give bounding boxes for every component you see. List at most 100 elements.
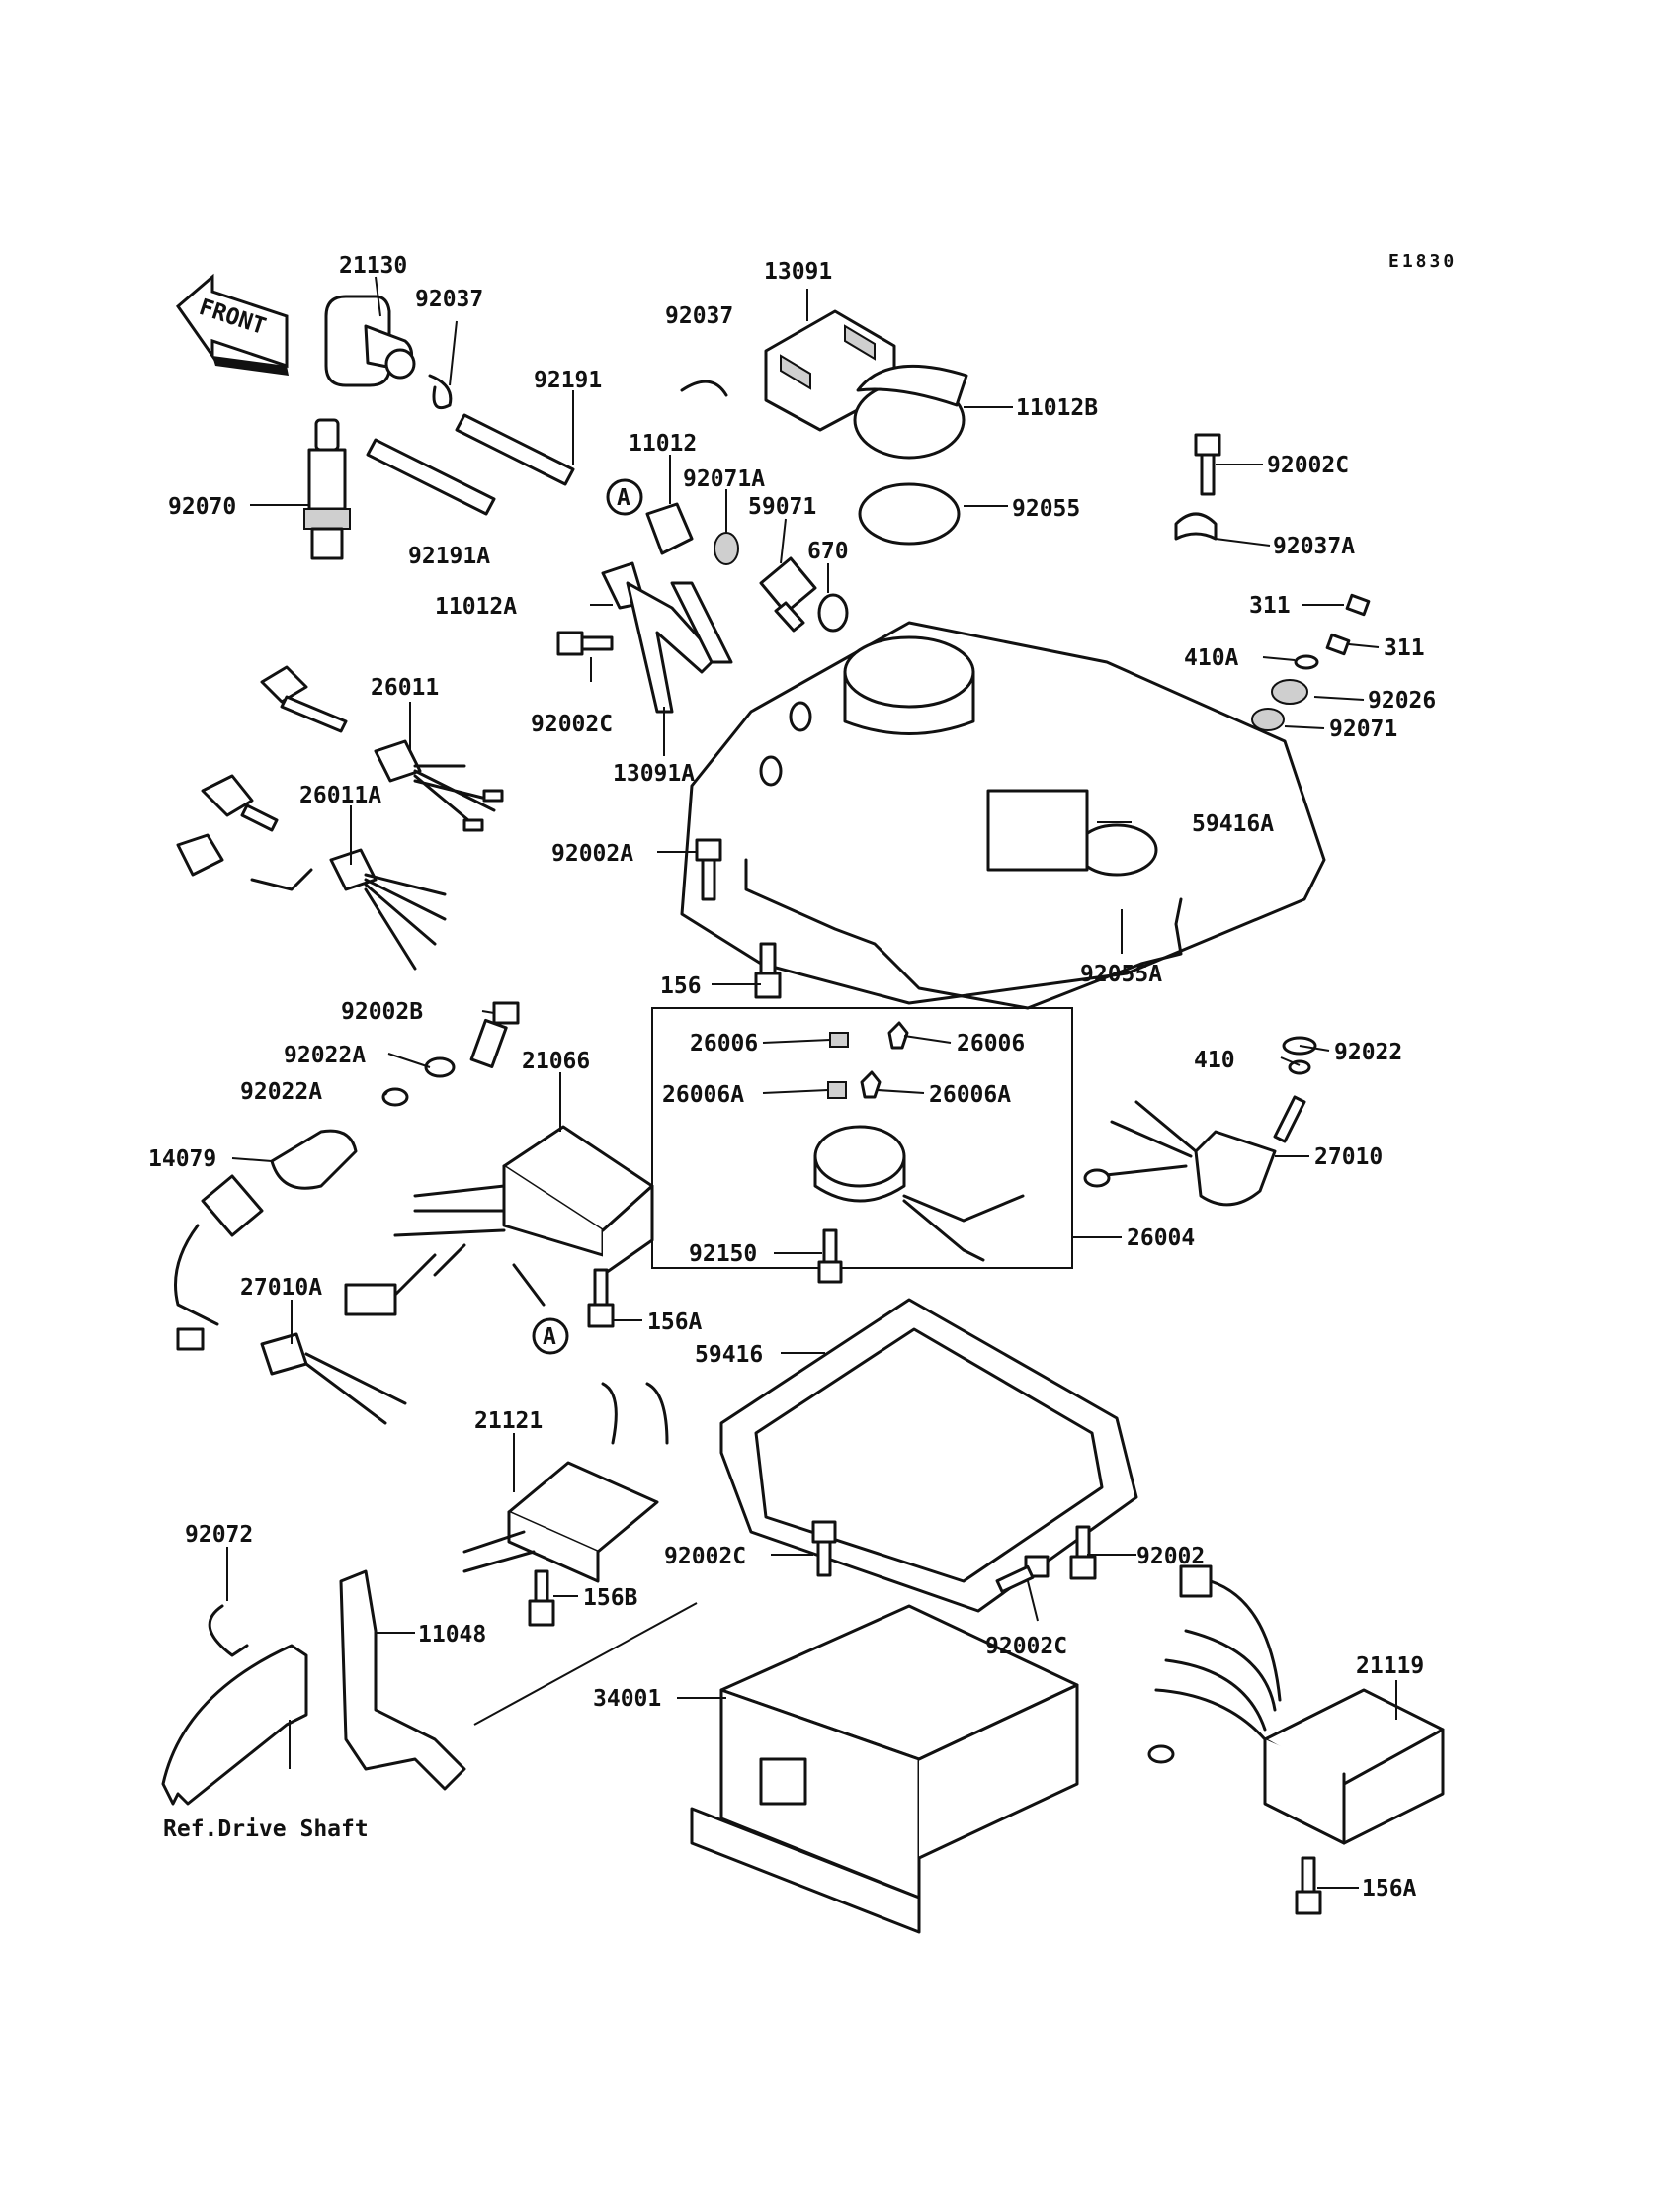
label-92055a: 92055A (1080, 962, 1162, 987)
tube-92191 (366, 413, 575, 516)
label-13091: 13091 (764, 259, 832, 285)
label-92026: 92026 (1368, 688, 1436, 714)
label-11048: 11048 (418, 1622, 486, 1648)
grommet-92026 (1271, 679, 1308, 705)
label-156: 156 (660, 973, 702, 999)
marker-a-mid: A (532, 1317, 569, 1355)
fuse-26006a-right (860, 1070, 882, 1099)
front-arrow-icon: FRONT (175, 273, 289, 376)
part-14079 (270, 1129, 358, 1190)
label-410: 410 (1194, 1048, 1235, 1073)
bolt-92002c-top (1194, 433, 1221, 496)
label-21066: 21066 (522, 1049, 590, 1074)
diagram-code: E1830 (1388, 251, 1457, 272)
harness-26011 (260, 665, 504, 832)
bolt-92002a (695, 838, 722, 901)
label-59071: 59071 (748, 494, 816, 520)
label-59416a: 59416A (1192, 811, 1274, 837)
fuse-26006a-left (827, 1081, 847, 1099)
part-311-a (1345, 593, 1371, 617)
svg-text:A: A (617, 485, 630, 511)
label-92022: 92022 (1334, 1040, 1402, 1065)
fuse-26006-right (887, 1021, 909, 1050)
label-92002: 92002 (1136, 1544, 1205, 1569)
label-26006a-left: 26006A (662, 1082, 744, 1108)
label-26006a-right: 26006A (929, 1082, 1011, 1108)
label-92191a: 92191A (408, 544, 490, 569)
cdi-box-21119 (1147, 1564, 1445, 1845)
label-92002c-mid: 92002C (531, 712, 613, 737)
cap-11012b (853, 364, 968, 460)
label-410a: 410A (1184, 645, 1239, 671)
bracket-11048 (339, 1569, 466, 1791)
box-26004-group (651, 1007, 1073, 1269)
bolt-156b (528, 1569, 555, 1627)
label-26011: 26011 (371, 675, 439, 701)
grommet-92071 (1251, 708, 1285, 731)
cap-11012 (645, 502, 694, 555)
label-92037-left: 92037 (415, 287, 483, 312)
clip-92037-center (680, 380, 728, 397)
clamp-92072 (208, 1604, 249, 1657)
clip-92037-left (428, 374, 453, 410)
fitting-59071 (759, 556, 817, 633)
label-26004: 26004 (1127, 1225, 1195, 1251)
drive-shaft-ref-part (161, 1644, 308, 1806)
bolt-156a-mid (587, 1268, 615, 1328)
label-92072: 92072 (185, 1522, 253, 1548)
bolt-156a-low (1295, 1856, 1322, 1915)
label-27010: 27010 (1314, 1144, 1383, 1170)
bolt-92002c-mid (556, 631, 614, 656)
base-plate-34001 (690, 1604, 1079, 1934)
o-ring-670 (817, 593, 849, 633)
marker-a-top: A (606, 478, 643, 516)
bolt-92002c-low2 (995, 1555, 1050, 1594)
label-92002c-low2: 92002C (985, 1634, 1067, 1659)
label-92070: 92070 (168, 494, 236, 520)
washer-410a (1294, 654, 1319, 670)
label-92022a-b: 92022A (240, 1079, 322, 1105)
label-21130: 21130 (339, 253, 407, 279)
label-92071: 92071 (1329, 717, 1397, 742)
grommet-92071a (714, 532, 739, 565)
label-156b: 156B (583, 1585, 638, 1611)
label-27010a: 27010A (240, 1275, 322, 1301)
harness-26011a (176, 774, 447, 971)
bolt-156 (754, 942, 782, 999)
part-labels: 21130 92037 13091 92037 11012B 92191 110… (148, 253, 1436, 1901)
regulator-21066 (344, 1125, 654, 1316)
ignition-coil-21121 (462, 1382, 669, 1583)
switch-27010 (1083, 1036, 1317, 1207)
screw-92150 (817, 1228, 843, 1284)
switch-27010a (174, 1174, 407, 1425)
bolt-92002-right (1069, 1525, 1097, 1580)
label-92037-center: 92037 (665, 303, 733, 329)
label-26006-left: 26006 (690, 1031, 758, 1056)
gasket-92055a (744, 858, 1183, 1010)
spark-plug-92070 (303, 418, 351, 560)
fuse-26006-left (829, 1032, 849, 1048)
label-34001: 34001 (593, 1686, 661, 1712)
part-311-b (1325, 633, 1351, 656)
label-92191: 92191 (534, 368, 602, 393)
bolt-92002b (469, 1001, 520, 1068)
label-92002c-low1: 92002C (664, 1544, 746, 1569)
bracket-13091a (626, 581, 718, 714)
fuse-holder-26004 (813, 1125, 1025, 1262)
label-92055: 92055 (1012, 496, 1080, 522)
label-92071a: 92071A (683, 466, 765, 492)
bolt-92002c-low1 (811, 1520, 837, 1577)
label-26006-right: 26006 (957, 1031, 1025, 1056)
label-92002b: 92002B (341, 999, 423, 1025)
label-26011a: 26011A (299, 783, 381, 808)
label-670: 670 (807, 539, 849, 564)
label-11012a: 11012A (435, 594, 517, 620)
label-21121: 21121 (474, 1408, 543, 1434)
clamp-92037a (1174, 512, 1218, 541)
label-92002a: 92002A (551, 841, 633, 867)
washer-92022a-a (424, 1056, 456, 1078)
label-13091a: 13091A (613, 761, 695, 787)
ref-drive-shaft-note: Ref.Drive Shaft (163, 1817, 369, 1842)
label-156a-mid: 156A (647, 1310, 703, 1335)
